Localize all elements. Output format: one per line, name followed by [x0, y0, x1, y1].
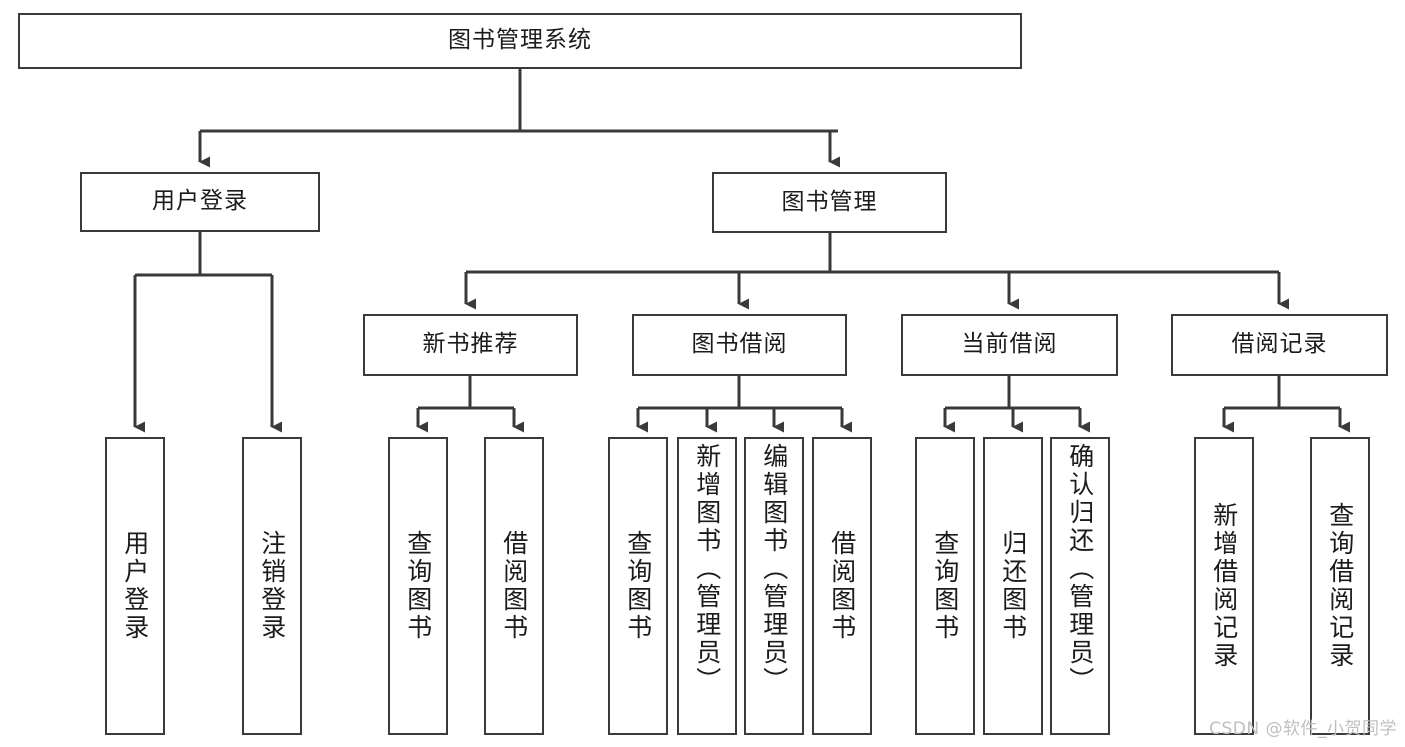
node-book-borrow[interactable]: 图书借阅: [632, 314, 847, 376]
node-current-borrow[interactable]: 当前借阅: [901, 314, 1118, 376]
node-leaf-query-record[interactable]: 查询借阅记录: [1310, 437, 1370, 735]
node-root-label: 图书管理系统: [448, 27, 592, 54]
node-leaf-confirm-return[interactable]: 确认归还（管理员）: [1050, 437, 1110, 735]
node-leaf-query-record-label: 查询借阅记录: [1325, 502, 1355, 670]
node-user-login[interactable]: 用户登录: [80, 172, 320, 232]
node-leaf-query-book-rec-label: 查询图书: [403, 530, 433, 642]
node-leaf-user-login[interactable]: 用户登录: [105, 437, 165, 735]
node-leaf-add-book[interactable]: 新增图书（管理员）: [677, 437, 737, 735]
node-leaf-logout[interactable]: 注销登录: [242, 437, 302, 735]
node-new-book-recommend-label: 新书推荐: [422, 331, 519, 358]
node-leaf-query-book-borrow-label: 查询图书: [623, 530, 653, 642]
node-book-borrow-label: 图书借阅: [691, 331, 788, 358]
node-leaf-user-login-label: 用户登录: [120, 530, 150, 642]
node-user-login-label: 用户登录: [152, 188, 248, 215]
node-leaf-confirm-return-label: 确认归还（管理员）: [1065, 443, 1095, 695]
node-leaf-return-book[interactable]: 归还图书: [983, 437, 1043, 735]
node-current-borrow-label: 当前借阅: [961, 331, 1058, 358]
node-leaf-borrow-book-borrow[interactable]: 借阅图书: [812, 437, 872, 735]
node-root[interactable]: 图书管理系统: [18, 13, 1022, 69]
node-book-management[interactable]: 图书管理: [712, 172, 947, 233]
node-leaf-add-book-label: 新增图书（管理员）: [692, 443, 722, 695]
node-leaf-query-book-borrow[interactable]: 查询图书: [608, 437, 668, 735]
node-book-management-label: 图书管理: [781, 188, 878, 215]
node-leaf-borrow-book-rec-label: 借阅图书: [499, 530, 529, 642]
node-leaf-add-record[interactable]: 新增借阅记录: [1194, 437, 1254, 735]
node-new-book-recommend[interactable]: 新书推荐: [363, 314, 578, 376]
node-leaf-query-book-current[interactable]: 查询图书: [915, 437, 975, 735]
node-leaf-edit-book-label: 编辑图书（管理员）: [759, 443, 789, 695]
node-borrow-record[interactable]: 借阅记录: [1171, 314, 1388, 376]
node-borrow-record-label: 借阅记录: [1231, 331, 1328, 358]
node-leaf-add-record-label: 新增借阅记录: [1209, 502, 1239, 670]
node-leaf-logout-label: 注销登录: [257, 530, 287, 642]
node-leaf-query-book-rec[interactable]: 查询图书: [388, 437, 448, 735]
node-leaf-edit-book[interactable]: 编辑图书（管理员）: [744, 437, 804, 735]
watermark-text: CSDN @软件_小贺同学: [1209, 719, 1397, 739]
node-leaf-return-book-label: 归还图书: [998, 530, 1028, 642]
node-leaf-borrow-book-borrow-label: 借阅图书: [827, 530, 857, 642]
node-leaf-query-book-current-label: 查询图书: [930, 530, 960, 642]
node-leaf-borrow-book-rec[interactable]: 借阅图书: [484, 437, 544, 735]
